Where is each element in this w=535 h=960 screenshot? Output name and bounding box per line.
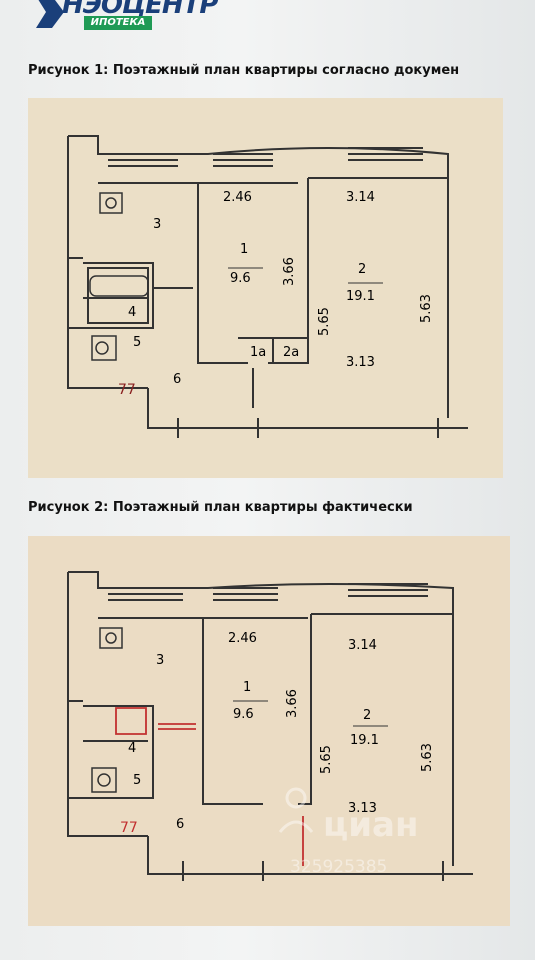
dim-3-14: 3.14 — [346, 190, 375, 205]
logo-subtitle: ИПОТЕКА — [84, 16, 152, 30]
room-5-label: 5 — [133, 773, 141, 788]
dim-2-46: 2.46 — [223, 190, 252, 205]
dim-5-63: 5.63 — [419, 294, 434, 323]
dim-2-46: 2.46 — [228, 631, 257, 646]
cian-watermark: циан 325925385 — [278, 787, 418, 877]
room-3-label: 3 — [153, 217, 161, 232]
dim-3-14: 3.14 — [348, 638, 377, 653]
flat-number: 77 — [118, 382, 136, 398]
room-3-label: 3 — [156, 653, 164, 668]
dim-3-66: 3.66 — [285, 689, 300, 718]
room-2-area: 19.1 — [350, 733, 379, 748]
cian-brand: циан — [323, 805, 418, 845]
logo-mark-icon — [36, 0, 64, 28]
room-1-label: 1 — [243, 680, 251, 695]
floor-plan-1: 3 2.46 3.14 1 9.6 3.66 2 19.1 5.65 5.63 … — [28, 98, 503, 478]
cian-logo-icon — [278, 787, 314, 833]
room-2a-label: 2а — [283, 345, 299, 360]
logo: НЭОЦЕНТР ИПОТЕКА — [22, 0, 262, 38]
room-6-label: 6 — [173, 372, 181, 387]
room-6-label: 6 — [176, 817, 184, 832]
figure2-caption: Рисунок 2: Поэтажный план квартиры факти… — [28, 500, 413, 515]
figure1-caption: Рисунок 1: Поэтажный план квартиры согла… — [28, 63, 460, 78]
dim-3-13: 3.13 — [348, 801, 377, 816]
listing-id: 325925385 — [290, 857, 387, 877]
room-1-area: 9.6 — [233, 707, 254, 722]
room-4-label: 4 — [128, 741, 136, 756]
dim-5-65: 5.65 — [319, 745, 334, 774]
room-5-label: 5 — [133, 335, 141, 350]
room-1a-label: 1а — [250, 345, 266, 360]
room-1-label: 1 — [240, 242, 248, 257]
room-4-label: 4 — [128, 305, 136, 320]
floor-plan-2: 3 2.46 3.14 1 9.6 3.66 2 19.1 5.65 5.63 … — [28, 536, 510, 926]
logo-name: НЭОЦЕНТР — [62, 0, 218, 20]
flat-number: 77 — [120, 820, 138, 836]
dim-3-66: 3.66 — [282, 257, 297, 286]
room-2-area: 19.1 — [346, 289, 375, 304]
room-1-area: 9.6 — [230, 271, 251, 286]
dim-5-65: 5.65 — [317, 307, 332, 336]
room-2-label: 2 — [363, 708, 371, 723]
dim-3-13: 3.13 — [346, 355, 375, 370]
room-2-label: 2 — [358, 262, 366, 277]
dim-5-63: 5.63 — [420, 743, 435, 772]
